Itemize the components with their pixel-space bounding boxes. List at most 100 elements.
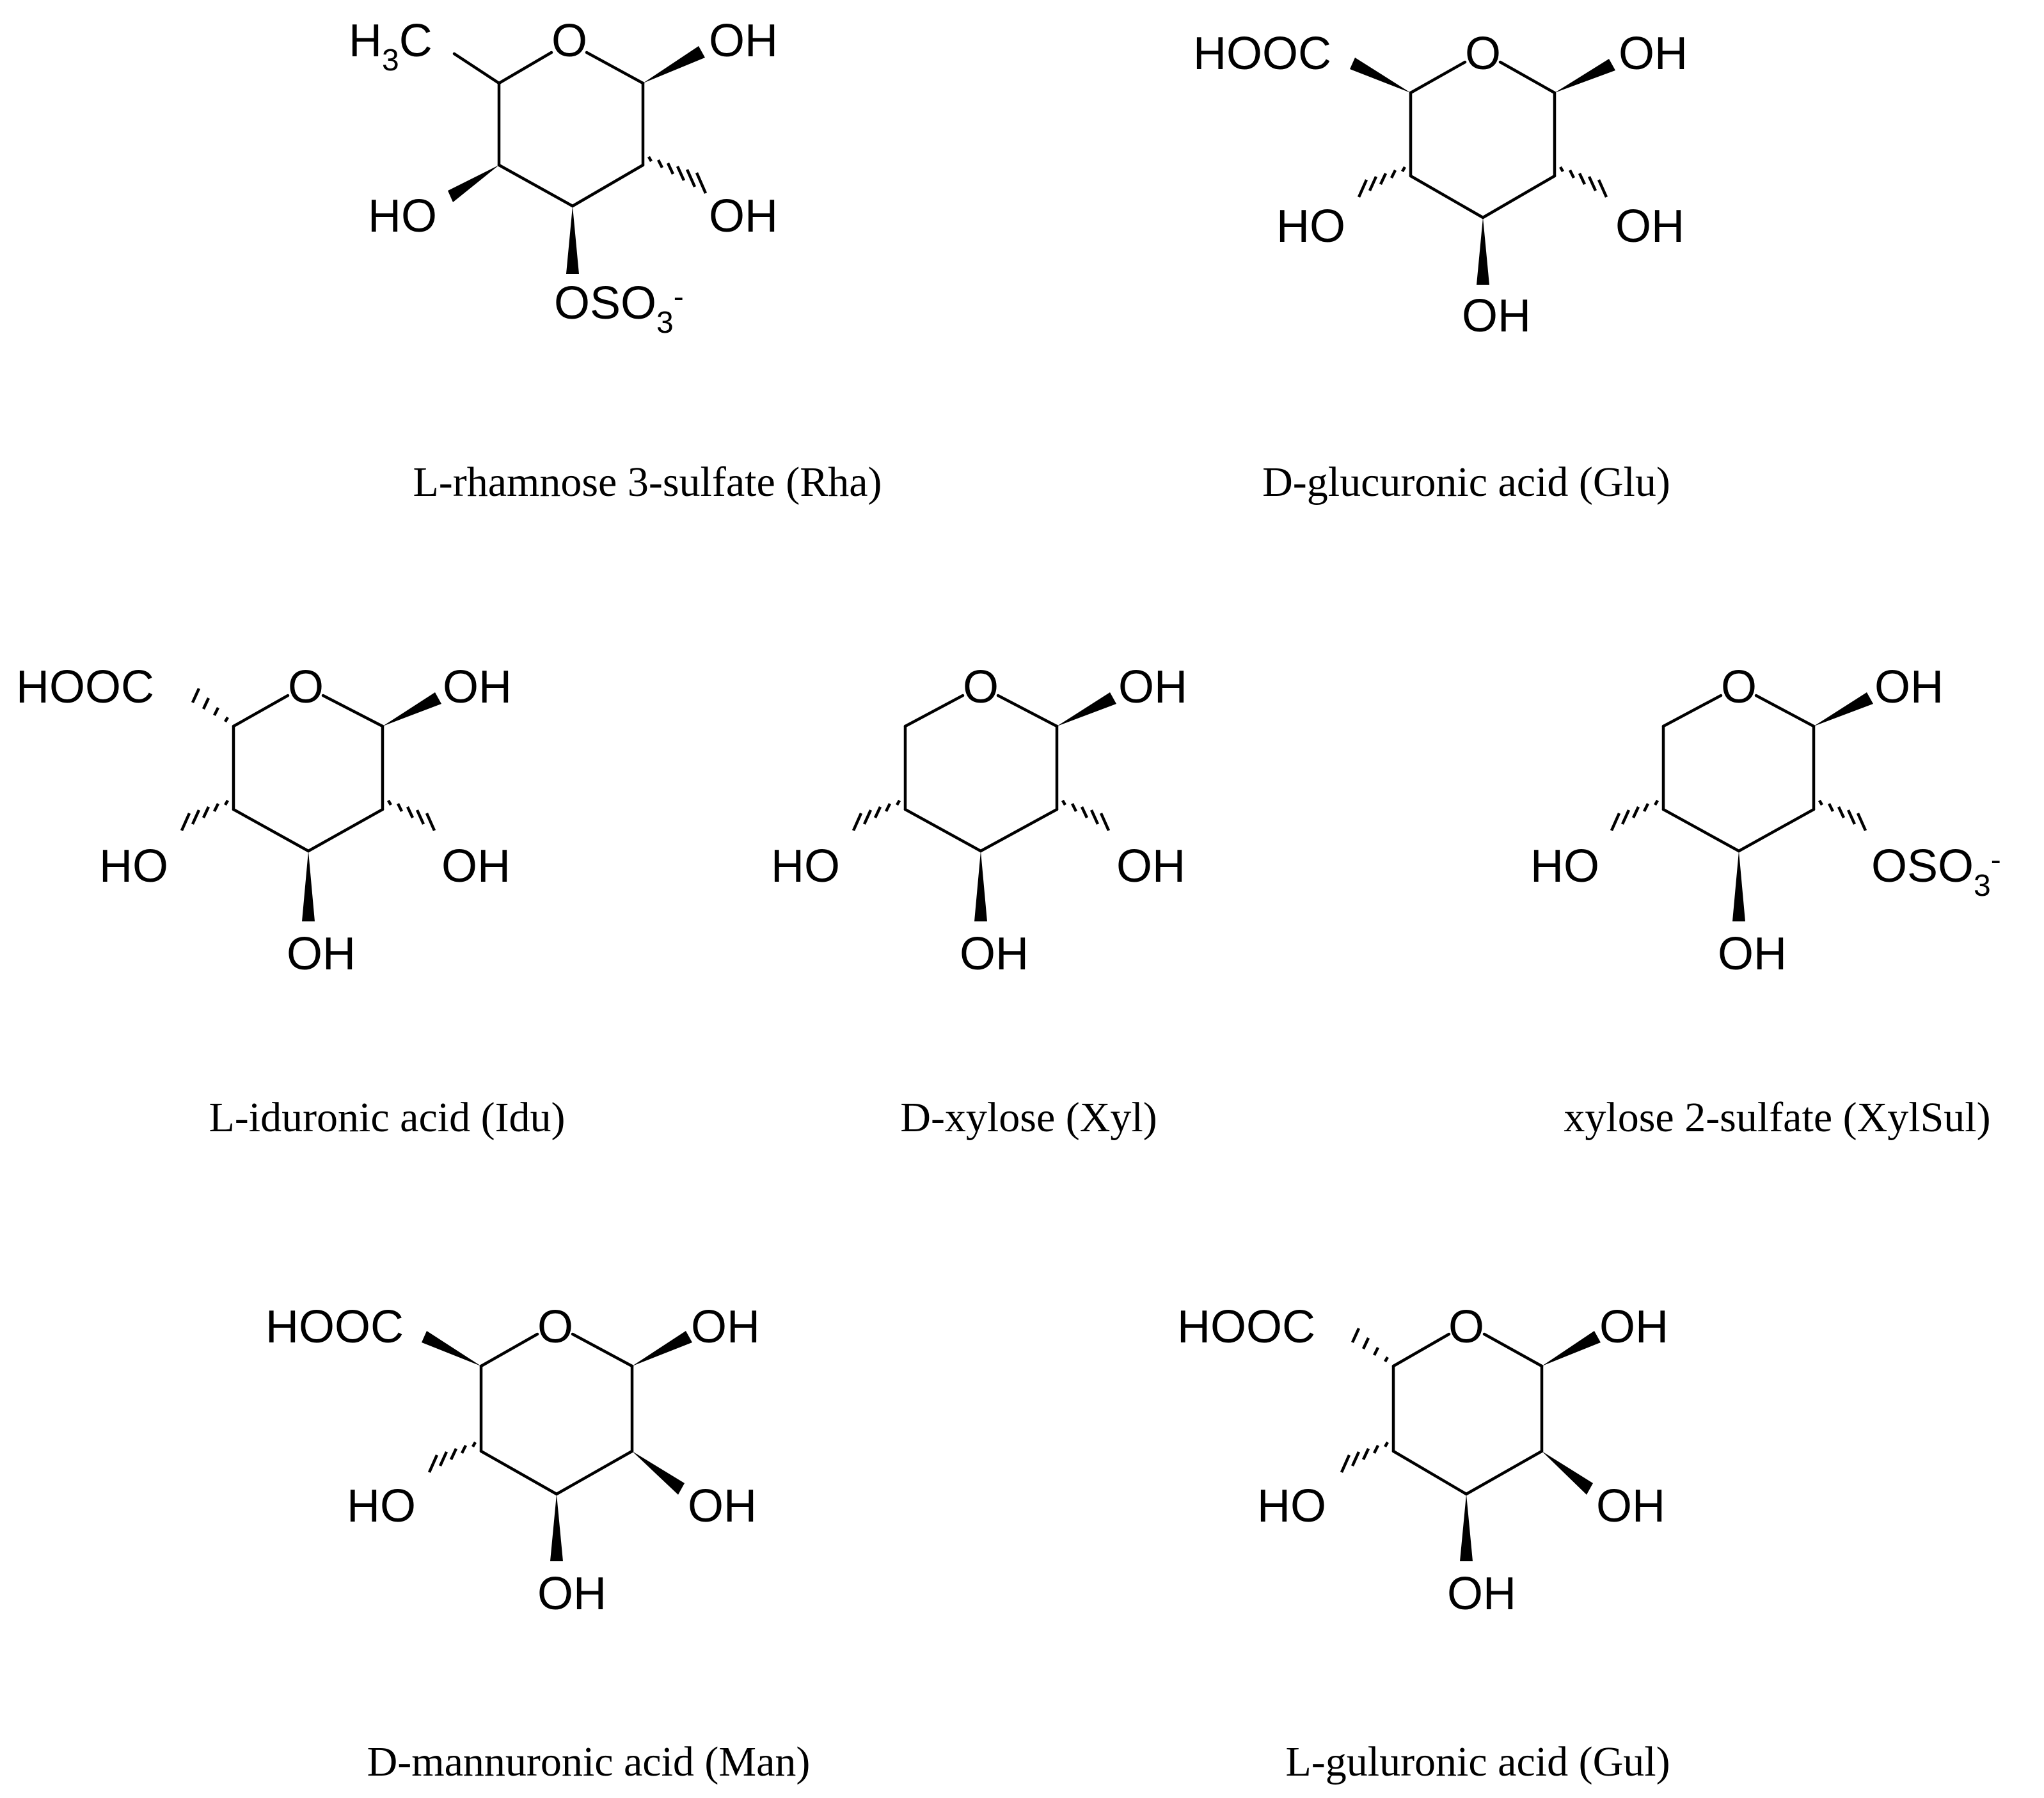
c4-hashed-bond (1357, 166, 1406, 198)
c3-sulfate-text: OSO (554, 278, 656, 329)
c5-methyl-bond (452, 52, 501, 85)
c5-wedge-bond (422, 1331, 481, 1366)
c1-wedge-bond (643, 46, 705, 83)
c4-hydroxyl-label: HO (347, 1481, 416, 1532)
caption-man: D-mannuronic acid (Man) (367, 1738, 811, 1785)
c5-methyl-h: H (349, 15, 382, 67)
c4-hydroxyl-label: HO (1530, 841, 1599, 892)
c5-carboxyl-label: HOOC (265, 1301, 404, 1353)
c3-sulfate-charge: - (674, 280, 684, 314)
c1-wedge-bond (1542, 1331, 1601, 1366)
c3-wedge-bond (974, 851, 987, 921)
c2-hashed-bond (1818, 799, 1867, 831)
c5-wedge-bond (1350, 58, 1411, 93)
c4-hashed-bond (852, 799, 901, 831)
c1-wedge-bond (632, 1331, 692, 1366)
c2-sulfate-charge: - (1991, 843, 2001, 877)
c5-hashed-bond (1351, 1328, 1389, 1363)
c2-hydroxyl-label: OH (1116, 841, 1185, 892)
ring-oxygen-label: O (1448, 1301, 1484, 1353)
c3-hydroxyl-label: OH (287, 928, 356, 980)
pyranose-ring-gul (1391, 1332, 1544, 1496)
c3-sulfate-label: OSO3- (554, 278, 684, 340)
c4-hashed-bond (427, 1441, 477, 1473)
caption-xyl: D-xylose (Xyl) (900, 1094, 1157, 1141)
pyranose-ring-idu (232, 694, 384, 853)
c3-hydroxyl-label: OH (1447, 1568, 1516, 1619)
ring-oxygen-label: O (1721, 662, 1757, 713)
c1-hydroxyl-label: OH (709, 15, 778, 67)
ring-oxygen-label: O (1465, 28, 1501, 79)
c1-hydroxyl-label: OH (443, 662, 512, 713)
c5-carboxyl-label: HOOC (1193, 28, 1331, 79)
c5-carboxyl-label: HOOC (1177, 1301, 1315, 1353)
molecule-gul: O HOOC OH OH OH HO L-guluronic acid (Gul… (1177, 1301, 1670, 1785)
pyranose-ring-xyl (903, 694, 1059, 853)
c2-sulfate-subscript: 3 (1974, 869, 1991, 903)
c3-hydroxyl-label: OH (960, 928, 1029, 980)
c2-sulfate-text: OSO (1871, 841, 1974, 892)
c3-wedge-bond (550, 1494, 563, 1561)
c5-methyl-c: C (399, 15, 432, 67)
c2-sulfate-label: OSO3- (1871, 841, 2001, 903)
molecule-xyl: O OH OH OH HO D-xylose (Xyl) (771, 662, 1187, 1141)
c2-wedge-bond (1542, 1451, 1593, 1495)
c4-hashed-bond (1610, 799, 1659, 831)
c5-carboxyl-label: HOOC (16, 662, 154, 713)
c5-hashed-bond (191, 688, 229, 723)
c2-hydroxyl-label: OH (709, 191, 778, 242)
c1-wedge-bond (1814, 692, 1873, 726)
c3-sulfate-subscript: 3 (656, 306, 674, 340)
ring-oxygen-label: O (963, 662, 999, 713)
c3-wedge-bond (1477, 218, 1489, 285)
c3-hydroxyl-label: OH (1718, 928, 1787, 980)
c2-hydroxyl-label: OH (1615, 201, 1684, 252)
c1-wedge-bond (1555, 59, 1615, 93)
c3-wedge-bond (1732, 851, 1745, 921)
caption-xylsul: xylose 2-sulfate (XylSul) (1564, 1094, 1990, 1141)
c4-hydroxyl-label: HO (1276, 201, 1345, 252)
c2-hashed-bond (1559, 166, 1608, 198)
c3-hydroxyl-label: OH (1462, 290, 1531, 342)
c3-wedge-bond (302, 851, 315, 921)
c2-hydroxyl-label: OH (688, 1481, 757, 1532)
ring-oxygen-label: O (537, 1301, 573, 1353)
molecule-xylsul: O OH OSO3- OH HO xylose 2-sulfate (XylSu… (1530, 662, 2001, 1141)
c1-hydroxyl-label: OH (1874, 662, 1944, 713)
c5-methyl-subscript: 3 (382, 44, 399, 77)
c1-wedge-bond (383, 692, 441, 726)
pyranose-ring-glu (1409, 60, 1557, 219)
c1-wedge-bond (1057, 692, 1116, 726)
c1-hydroxyl-label: OH (1619, 28, 1688, 79)
molecule-idu: O HOOC OH OH OH H (16, 662, 566, 1141)
c5-methyl-label: H3C (349, 15, 432, 77)
c2-wedge-bond (632, 1451, 685, 1495)
c2-hydroxyl-label: OH (441, 841, 511, 892)
c4-hydroxyl-label: HO (771, 841, 840, 892)
c2-hashed-bond (387, 799, 436, 831)
c4-hashed-bond (1340, 1441, 1389, 1473)
c2-hashed-bond (1061, 799, 1111, 831)
c3-hydroxyl-label: OH (537, 1568, 606, 1619)
c1-hydroxyl-label: OH (691, 1301, 760, 1353)
c1-hydroxyl-label: OH (1599, 1301, 1668, 1353)
c3-wedge-bond (1460, 1494, 1473, 1561)
molecule-rha: O OH OH OSO3- HO H3C L-rhamnose 3-sulfat… (349, 15, 882, 505)
c2-hydroxyl-label: OH (1596, 1481, 1665, 1532)
c4-hashed-bond (180, 799, 229, 831)
pyranose-ring-man (479, 1332, 634, 1496)
ring-oxygen-label: O (551, 15, 587, 67)
c4-hydroxyl-label: HO (99, 841, 168, 892)
c4-hydroxyl-label: HO (368, 191, 437, 242)
molecule-glu: O HOOC OH OH OH HO D-glucuronic acid (Gl… (1193, 28, 1688, 505)
c4-hydroxyl-label: HO (1257, 1481, 1326, 1532)
caption-gul: L-guluronic acid (Gul) (1285, 1738, 1670, 1785)
caption-idu: L-iduronic acid (Idu) (209, 1094, 565, 1141)
c3-wedge-bond (566, 206, 579, 274)
pyranose-ring-rha (497, 51, 645, 208)
c1-hydroxyl-label: OH (1118, 662, 1187, 713)
caption-glu: D-glucuronic acid (Glu) (1262, 459, 1670, 505)
c2-hashed-bond (647, 155, 708, 194)
